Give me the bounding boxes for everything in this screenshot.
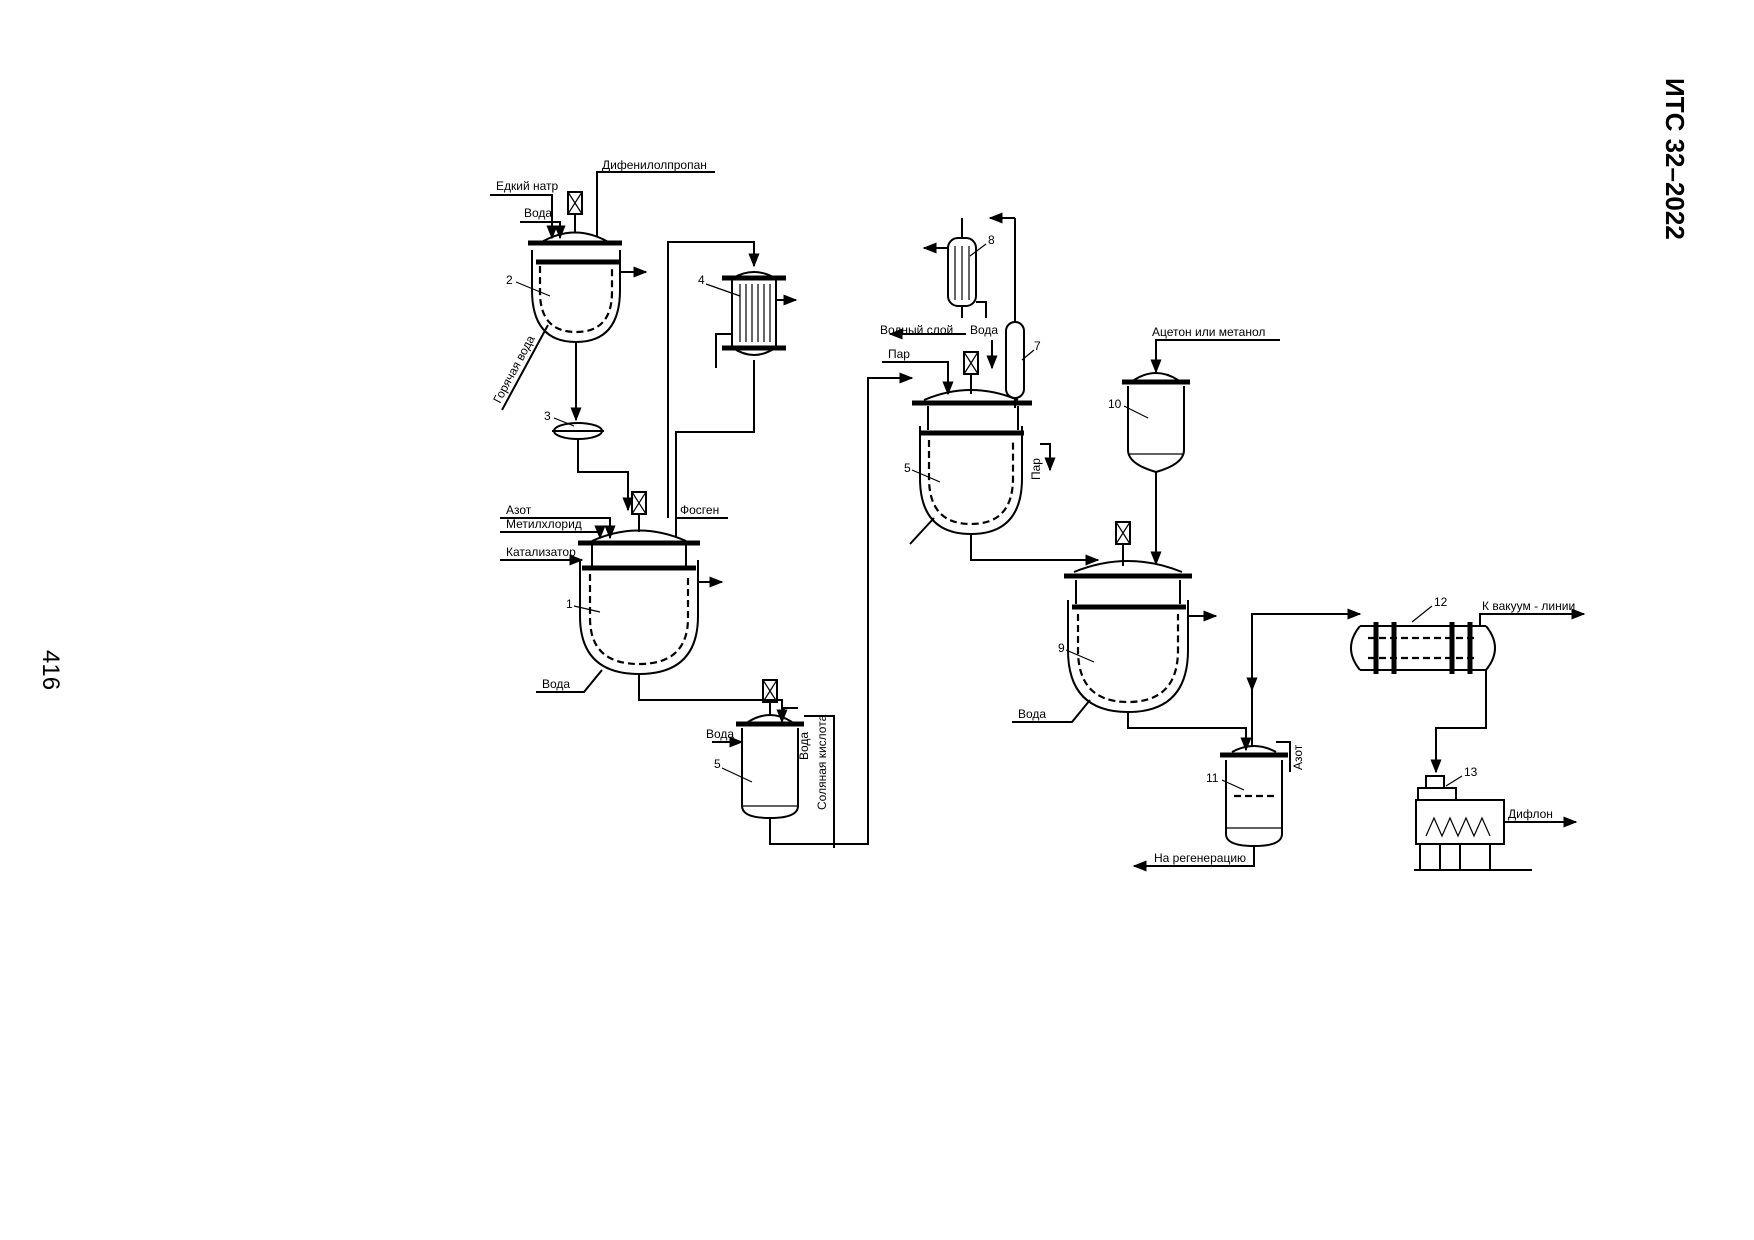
stream-water-r1: Вода [536,669,603,693]
stream-hydrochloric-acid: Соляная кислота [815,714,829,810]
label-water-c8: Вода [970,323,998,337]
label-n8: 8 [988,233,995,247]
stream-hot-water: Горячая вода [490,324,549,411]
label-n9: 9 [1058,641,1065,655]
reactor-1 [578,491,788,724]
label-vacuum: К вакуум - линии [1482,599,1575,613]
stream-vacuum: К вакуум - линии [1482,599,1575,613]
label-caustic-soda: Едкий натр [496,179,559,193]
label-nitrogen-11: Азот [1291,744,1305,770]
stream-phosgene: Фосген [675,503,728,538]
reactor-2 [528,191,648,422]
stream-water-top: Вода [520,206,566,240]
label-n7: 7 [1034,339,1041,353]
label-water-r9: Вода [1018,707,1046,721]
label-methylene-chloride: Метилхлорид [506,517,582,531]
stream-water-r9: Вода [1012,699,1091,723]
stream-steam-side: Пар [1029,458,1043,480]
label-water-r1: Вода [542,677,570,691]
label-n1: 1 [566,597,573,611]
label-n13: 13 [1464,765,1478,779]
label-diflon: Дифлон [1508,807,1553,821]
label-water-top: Вода [524,206,552,220]
stream-water-v5-right: Вода [797,732,811,760]
stream-methylene-chloride: Метилхлорид [500,517,606,540]
label-nitrogen-1: Азот [506,503,532,517]
condenser-8 [922,218,987,318]
stream-water-v5: Вода [706,727,734,741]
label-acetone-methanol: Ацетон или метанол [1152,325,1265,339]
vessel-11 [1132,608,1362,872]
label-catalyst: Катализатор [506,545,576,559]
stream-diphenylolpropane: Дифенилолпропан [596,158,715,236]
label-n5b: 5 [904,461,911,475]
stream-nitrogen: Азот [500,503,616,540]
label-steam-top: Пар [888,347,910,361]
label-diphenylolpropane: Дифенилолпропан [602,158,707,172]
dryer-13 [1414,775,1578,871]
label-n4: 4 [698,273,705,287]
equipment-labels: 2 3 4 1 5 8 7 5 10 9 11 12 13 [506,233,1478,791]
label-n3: 3 [544,409,551,423]
label-phosgene: Фосген [680,503,719,517]
label-n12: 12 [1434,595,1448,609]
label-regeneration: На регенерацию [1154,851,1246,865]
vessel-10 [1122,339,1280,566]
stream-regeneration: На регенерацию [1154,851,1246,865]
label-water-v5-right: Вода [797,732,811,760]
label-steam-side: Пар [1029,458,1043,480]
stream-water-c8: Вода [970,323,998,370]
label-n2: 2 [506,273,513,287]
stream-caustic-soda: Едкий натр [490,179,559,240]
reactor-5-upper [909,351,1100,566]
exchanger-12 [1350,608,1586,774]
vessel-5-lower [712,372,914,848]
stream-steam-top: Пар [882,347,954,396]
reactor-9 [1064,521,1252,752]
condenser-4 [667,241,798,518]
label-hydrochloric-acid: Соляная кислота [815,714,829,810]
stream-catalyst: Катализатор [500,545,584,566]
stream-acetone-methanol: Ацетон или метанол [1152,325,1265,339]
column-7 [988,212,1025,408]
filter-3 [552,422,634,512]
stream-nitrogen-11: Азот [1291,744,1305,770]
stream-diflon: Дифлон [1508,807,1553,821]
label-n5a: 5 [714,757,721,771]
label-n10: 10 [1108,397,1122,411]
label-hot-water: Горячая вода [490,333,537,406]
label-water-v5: Вода [706,727,734,741]
label-aqueous-layer: Водный слой [880,323,953,337]
label-n11: 11 [1206,771,1219,785]
stream-aqueous-layer: Водный слой [880,323,966,340]
